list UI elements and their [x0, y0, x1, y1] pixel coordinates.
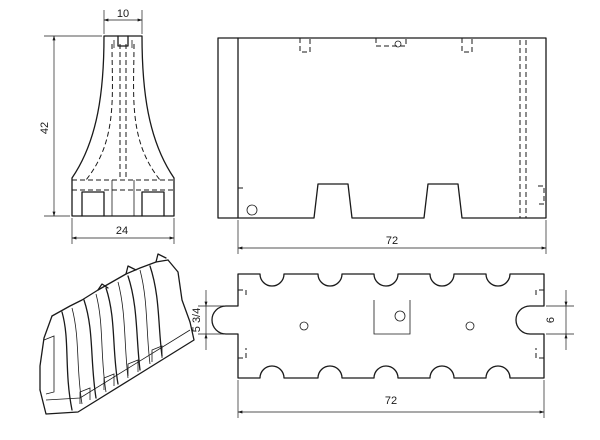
isometric-view — [39, 253, 195, 415]
front-length-label: 72 — [386, 235, 398, 247]
top-view: 72 5 3/4 6 — [191, 273, 574, 418]
side-view: 10 42 24 — [39, 8, 175, 244]
side-height-label: 42 — [39, 122, 51, 134]
top-length-label: 72 — [385, 395, 397, 407]
top-left-slot-label: 5 3/4 — [191, 308, 203, 332]
top-right-slot-label: 6 — [545, 317, 557, 323]
side-base-label: 24 — [116, 225, 128, 237]
side-width-label: 10 — [117, 8, 129, 20]
front-view: 72 — [217, 37, 547, 254]
